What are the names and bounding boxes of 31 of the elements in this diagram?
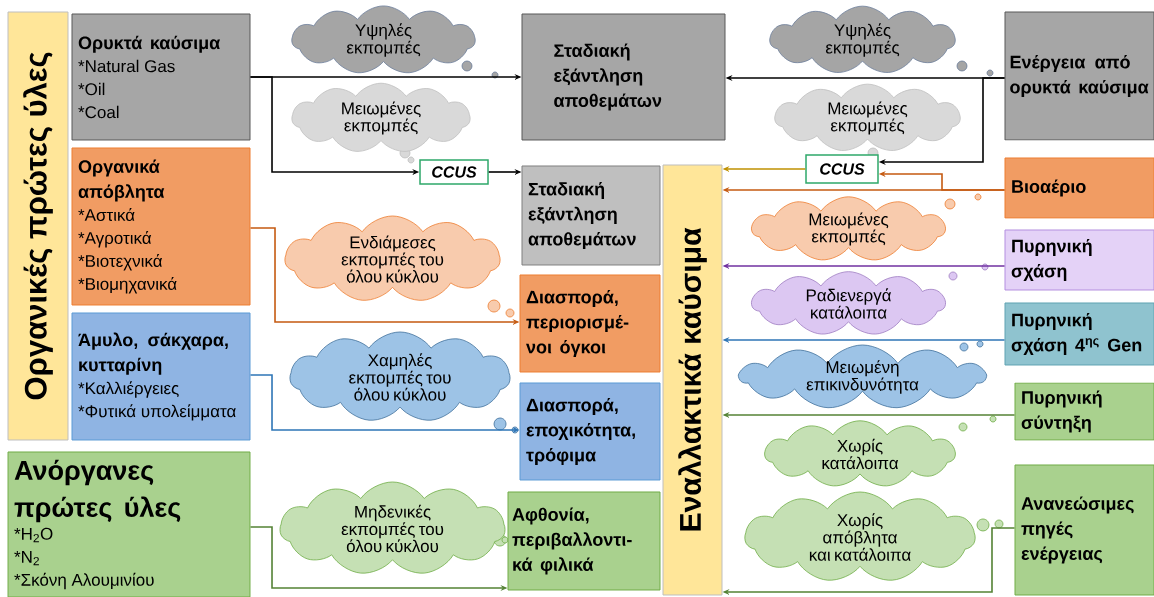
cloud-callout: Μειωμένες εκπομπές	[774, 83, 961, 151]
text-box: Οργανικά απόβλητα *Αστικά *Αγροτικά *Βιοτεχνικά *Βιομηχανικά	[71, 147, 251, 306]
label-box: CCUS	[419, 159, 489, 185]
text-box: Ανανεώσιμες πηγές ενέργειας	[1014, 464, 1154, 596]
text-box: Πυρηνική σύντηξη	[1014, 382, 1154, 441]
text-box: Σταδιακή εξάντληση αποθεμάτων	[521, 165, 661, 266]
text-box: Ανόργανες πρώτες ύλες *H$_{2}$O *N$_{2}$ *Σκόνη Αλουμινίου	[7, 451, 251, 597]
text-box: Αφθονία, περιβαλλοντι- κά φιλικά	[507, 491, 661, 591]
label-box: CCUS	[805, 154, 879, 184]
text-box: Ενέργεια από ορυκτά καύσιμα	[1004, 11, 1154, 141]
cloud-callout: Χωρίς απόβλητα και κατάλοιπα	[744, 491, 976, 581]
cloud-callout: Υψηλές εκπομπές	[769, 5, 956, 73]
text-box: Πυρηνική σχάση	[1004, 229, 1154, 291]
text-box: Βιοαέριο	[1004, 157, 1154, 219]
category-band: Εναλλακτικά καύσιμα	[662, 164, 723, 596]
text-box: Άμυλο, σάκχαρα, κυτταρίνη *Καλλιέργειες *Φυτικά υπολείμματα	[71, 312, 251, 441]
text-box: Ορυκτά καύσιμα *Natural Gas *Oil *Coal	[71, 13, 251, 141]
cloud-callout: Υψηλές εκπομπές	[291, 5, 476, 74]
text-box: Διασπορά, περιορισμέ- νοι όγκοι	[519, 274, 661, 373]
cloud-callout: Μηδενικές εκπομπές του όλου κύκλου	[279, 481, 506, 574]
cloud-callout: Χαμηλές εκπομπές του όλου κύκλου	[289, 331, 511, 421]
category-band: Οργανικές πρώτες ύλες	[7, 11, 69, 441]
cloud-callout: Ραδιενεργά κατάλοιπα	[751, 271, 946, 335]
cloud-callout: Μειωμένες εκπομπές	[751, 196, 946, 261]
text-box: Πυρηνική σχάση 4$^{ης}$ Gen	[1004, 302, 1154, 366]
cloud-callout: Χωρίς κατάλοιπα	[764, 420, 956, 487]
text-box: Διασπορά, εποχικότητα, τρόφιμα	[519, 382, 661, 481]
cloud-callout: Μειωμένη επικινδυνότητα	[737, 344, 988, 409]
cloud-callout: Ενδιάμεσες εκπομπές του όλου κύκλου	[284, 215, 501, 301]
cloud-callout: Μειωμένες εκπομπές	[291, 82, 471, 152]
text-box: Σταδιακή εξάντληση αποθεμάτων	[521, 13, 726, 141]
